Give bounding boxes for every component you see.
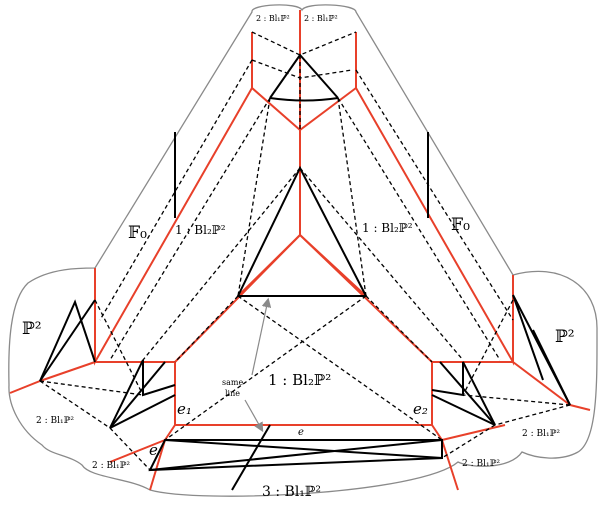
region-label-p2-right: ℙ²	[555, 327, 575, 347]
edge-label-e1: e₁	[177, 400, 192, 418]
red-edges	[9, 10, 591, 491]
region-label-f0-left: 𝔽₀	[128, 223, 147, 243]
region-label-top-left: 2 : Bl₁ℙ²	[256, 14, 290, 23]
region-label-left-face: 1 : Bl₂ℙ²	[175, 223, 226, 237]
annotation-line: line	[225, 389, 240, 398]
edge-label-e: e	[298, 427, 304, 438]
edge-label-e-left: e	[149, 441, 158, 459]
region-label-right-bottom: 2 : Bl₁ℙ²	[462, 459, 500, 469]
region-label-center: 1 : Bl₂ℙ²	[268, 371, 331, 389]
region-label-f0-right: 𝔽₀	[451, 215, 470, 235]
annotation-same: same	[222, 378, 243, 387]
region-label-right-face: 1 : Bl₂ℙ²	[362, 221, 413, 235]
region-label-left-bottom: 2 : Bl₁ℙ²	[92, 461, 130, 471]
region-label-bottom: 3 : Bl₁ℙ²	[262, 484, 321, 500]
region-label-right-lower: 2 : Bl₁ℙ²	[522, 429, 560, 439]
region-label-top-right: 2 : Bl₁ℙ²	[304, 14, 338, 23]
outer-boundary	[8, 4, 598, 497]
black-edges	[39, 53, 571, 491]
annotation-arrow-down	[244, 399, 264, 433]
dashed-edges	[39, 31, 571, 471]
edge-label-e2: e₂	[413, 400, 428, 418]
region-label-left-lower: 2 : Bl₁ℙ²	[36, 416, 74, 426]
region-label-p2-left: ℙ²	[22, 319, 42, 339]
annotation-arrow-up	[251, 297, 272, 376]
